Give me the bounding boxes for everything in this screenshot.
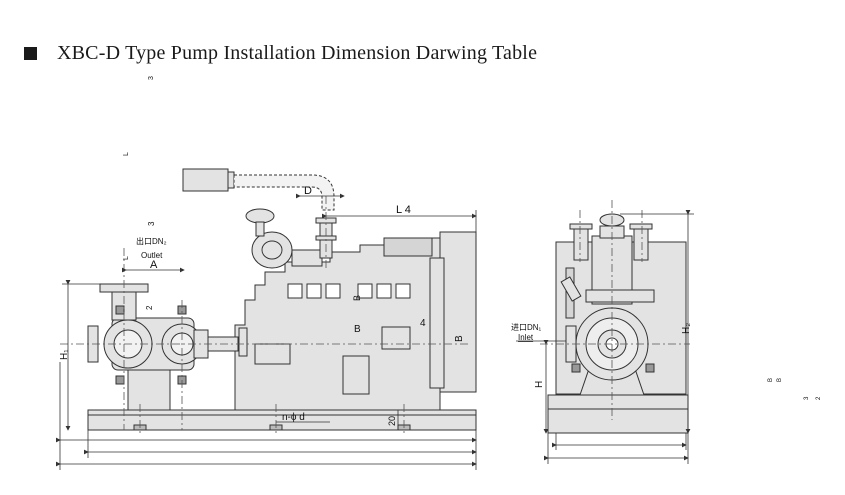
dim-b-side-label: B: [454, 335, 465, 342]
muffler: [182, 168, 229, 192]
inlet-cn-label: 进口DN₁: [511, 323, 542, 332]
side-base: [547, 394, 689, 410]
dim-h-label: H: [534, 381, 545, 388]
holes-label: n-ϕ d: [282, 412, 305, 423]
side-dimensions: [516, 200, 694, 464]
stray-3-label: 3: [148, 76, 155, 80]
right-3-label: 3: [804, 396, 810, 400]
page-title: XBC-D Type Pump Installation Dimension D…: [57, 42, 538, 64]
front-dimensions: [56, 193, 477, 470]
right-2-label: 2: [816, 396, 822, 400]
right-b2-label: B: [777, 378, 783, 382]
dim-4-label: 4: [420, 318, 426, 329]
outlet-cn-label: 出口DN₂: [136, 236, 167, 246]
dim-d-label: D: [304, 185, 312, 197]
title-row: XBC-D Type Pump Installation Dimension D…: [24, 42, 537, 65]
stray-l-label: L: [123, 152, 130, 156]
right-b1-label: B: [768, 378, 774, 382]
dim-3-mid-label: 3: [147, 221, 156, 226]
dim-20-label: 20: [387, 416, 397, 426]
dim-h2-label: H₂: [681, 323, 692, 334]
dim-a-label: A: [150, 259, 158, 271]
dim-2-label: 2: [145, 305, 154, 310]
dim-b-top-label: B: [352, 295, 362, 301]
radiator: [439, 231, 477, 393]
square-bullet-icon: [24, 47, 37, 60]
outlet-en-label: Outlet: [141, 251, 163, 260]
stray-l2-label: L: [123, 256, 130, 260]
dim-l4-label: L 4: [396, 204, 411, 216]
dim-b-main-label: B: [354, 324, 361, 335]
inlet-en-label: Inlet: [518, 333, 534, 342]
side-view: [547, 213, 689, 434]
front-view: [87, 168, 477, 431]
dim-h1-label: H₁: [59, 349, 70, 360]
